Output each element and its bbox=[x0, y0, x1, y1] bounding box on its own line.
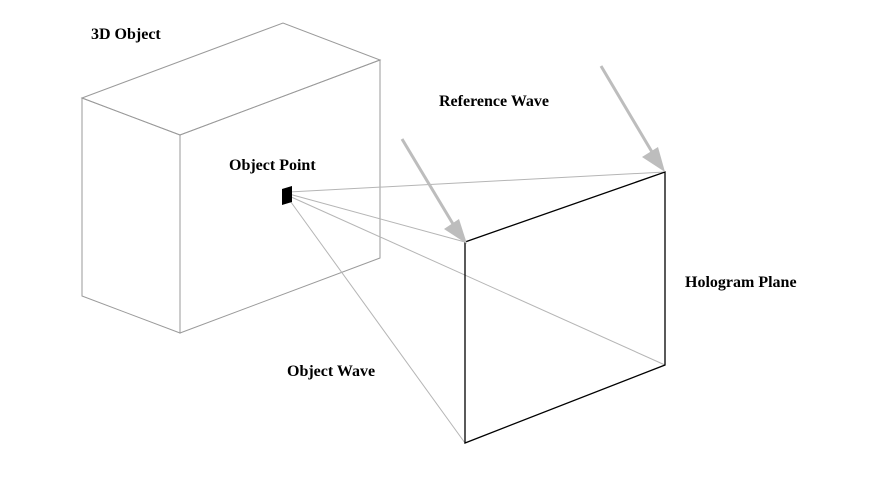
ray-to-plane-top-right bbox=[288, 171, 666, 193]
box-front-face bbox=[179, 59, 381, 334]
object-point-marker bbox=[282, 186, 292, 205]
reference-wave-arrows bbox=[400, 65, 665, 244]
ray-to-plane-top-left bbox=[288, 193, 466, 243]
3d-object-box bbox=[80, 22, 382, 334]
ray-to-plane-bottom-left bbox=[287, 197, 466, 444]
label-object-wave: Object Wave bbox=[287, 363, 375, 380]
label-object-point: Object Point bbox=[229, 157, 316, 174]
label-reference-wave: Reference Wave bbox=[439, 93, 549, 110]
reference-arrow-right bbox=[599, 65, 665, 172]
object-wave-rays bbox=[287, 171, 666, 444]
label-hologram-plane: Hologram Plane bbox=[685, 274, 797, 291]
label-3d-object: 3D Object bbox=[91, 26, 161, 43]
hologram-plane bbox=[464, 171, 666, 444]
ray-to-plane-bottom-right bbox=[288, 195, 666, 366]
box-side-face bbox=[81, 97, 181, 334]
reference-arrow-left bbox=[400, 138, 467, 244]
hologram-plane-outline bbox=[464, 171, 666, 444]
